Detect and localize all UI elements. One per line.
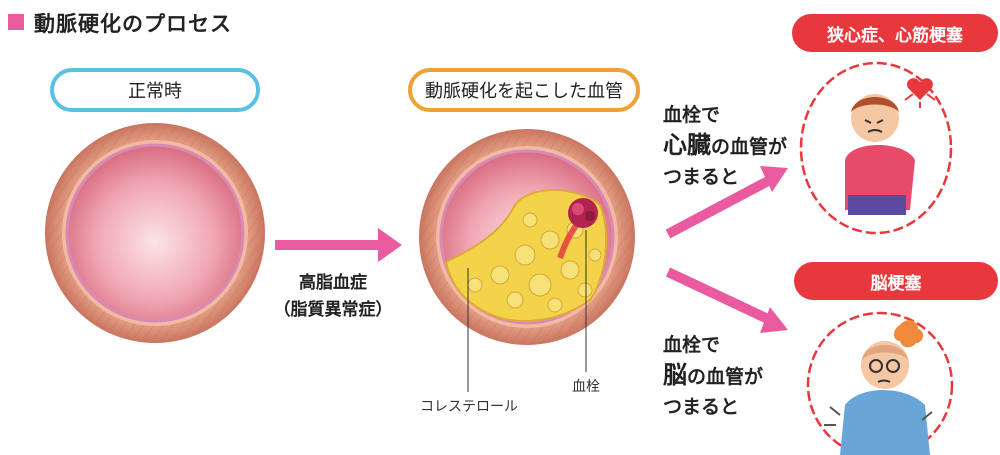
brain-caption-line3: つまると	[663, 396, 740, 418]
clot-label: 血栓	[572, 379, 600, 395]
hyperlipidemia-line2: （脂質異常症）	[273, 300, 393, 320]
brain-caption-bold: 脳	[663, 361, 687, 389]
heart-caption-line2: 心臓の血管が	[663, 130, 787, 162]
heart-caption-line1: 血栓で	[663, 104, 721, 126]
arrow-to-brain	[665, 267, 788, 333]
hardened-artery	[419, 129, 635, 392]
heart-caption: 血栓で 心臓の血管が つまると	[663, 100, 787, 192]
brain-caption-rest: の血管が	[687, 366, 764, 388]
brain-caption: 血栓で 脳の血管が つまると	[663, 330, 763, 422]
normal-artery	[45, 123, 265, 343]
heart-caption-rest: の血管が	[711, 136, 788, 158]
progression-arrow	[275, 228, 402, 262]
hyperlipidemia-line1: 高脂血症	[299, 273, 367, 293]
arrow-to-heart	[665, 166, 788, 239]
heart-caption-line3: つまると	[663, 166, 740, 188]
brain-patient-illustration	[806, 311, 954, 455]
heart-caption-bold: 心臓	[663, 131, 711, 159]
title-bullet	[8, 14, 24, 30]
hyperlipidemia-label: 高脂血症 （脂質異常症）	[268, 270, 398, 324]
heart-disease-badge: 狭心症、心筋梗塞	[792, 14, 998, 52]
brain-caption-line1: 血栓で	[663, 334, 721, 356]
hardened-state-label: 動脈硬化を起こした血管	[408, 68, 640, 112]
brain-caption-line2: 脳の血管が	[663, 360, 763, 392]
page-title: 動脈硬化のプロセス	[34, 12, 232, 36]
stroke-badge: 脳梗塞	[794, 262, 998, 300]
cholesterol-label: コレステロール	[420, 399, 518, 415]
heart-patient-illustration	[799, 61, 953, 235]
normal-state-label: 正常時	[50, 68, 260, 112]
